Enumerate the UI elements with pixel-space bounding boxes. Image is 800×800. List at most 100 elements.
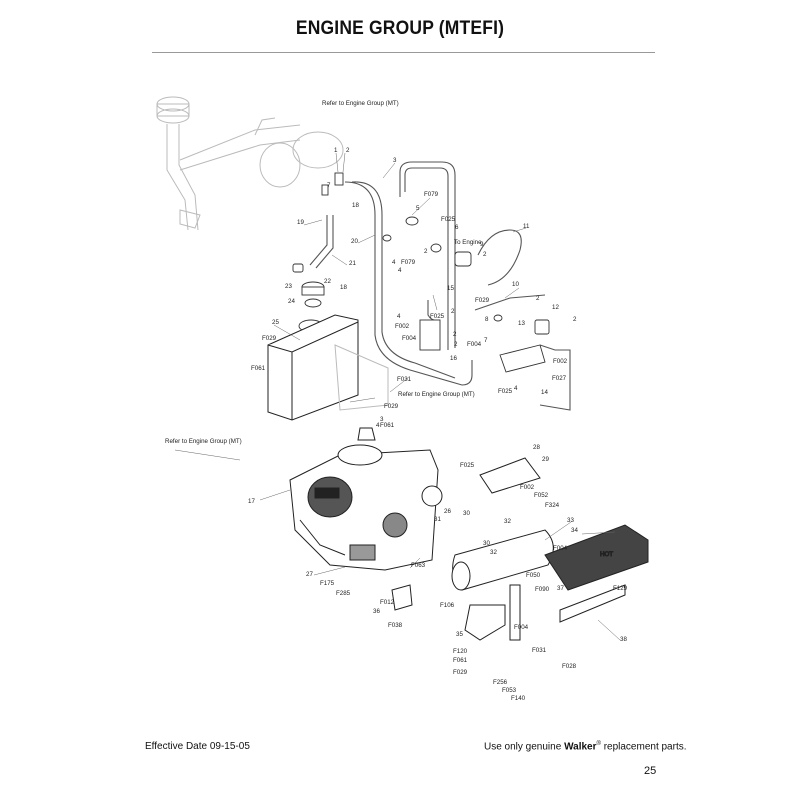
footer-brand: Walker [564,741,597,753]
footer-registered: ® [596,741,601,747]
fuel-lines [309,161,571,411]
refer-note-3-line1: Refer to Engine Group (MT) [165,438,242,445]
fuel-components [292,172,550,373]
refer-notes: Refer to Engine Group (MT) Refer to Engi… [165,100,482,445]
callout-17: 17 [248,498,255,505]
muffler-shield-text: HOT [600,551,613,558]
callout-f012: F012 [380,599,395,606]
callout-4: 4 [376,422,380,429]
callout-f002: F002 [553,358,568,365]
callout-4: 4 [392,259,396,266]
callout-f029: F029 [262,335,277,342]
callout-21: 21 [349,260,356,267]
callout-8: 8 [485,316,489,323]
callout-34: 34 [571,527,578,534]
callout-33: 33 [567,517,574,524]
callout-f025: F025 [441,216,456,223]
callout-4: 4 [398,267,402,274]
callout-2: 2 [483,251,487,258]
to-engine-note: To Engine [454,239,482,246]
callout-2: 2 [424,248,428,255]
callout-2: 2 [536,295,540,302]
callout-9: 9 [480,241,484,248]
callout-30: 30 [463,510,470,517]
callout-38: 38 [620,636,627,643]
callout-20: 20 [351,238,358,245]
callout-32: 32 [504,518,511,525]
callout-1: 1 [334,147,338,154]
refer-note-1-line1: Refer to Engine Group (MT) [322,100,399,107]
callout-28: 28 [533,444,540,451]
callout-22: 22 [324,278,331,285]
callout-f106: F106 [440,602,455,609]
callout-10: 10 [512,281,519,288]
callout-32: 32 [490,549,497,556]
engine-illustration: KOH [289,427,443,571]
muffler-illustration: HOT [391,457,649,641]
callout-f025: F025 [498,388,513,395]
page-title: ENGINE GROUP (MTEFI) [295,18,505,39]
callout-18: 18 [352,202,359,209]
callout-f063: F063 [411,562,426,569]
engine-brand-label: KOH [319,490,332,497]
callout-f053: F053 [502,687,517,694]
callout-f129: F129 [613,585,628,592]
callout-f038: F038 [388,622,403,629]
callout-f029: F029 [475,297,490,304]
callout-f061: F061 [453,657,468,664]
fuel-tank-illustration [267,314,389,421]
title-divider [152,52,655,53]
footer-notice: Use only genuine Walker® replacement par… [484,741,687,752]
callout-35: 35 [456,631,463,638]
callout-16: 16 [450,355,457,362]
callout-30: 30 [483,540,490,547]
callout-26: 26 [444,508,451,515]
callout-f061: F061 [251,365,266,372]
callout-f031: F031 [397,376,412,383]
callout-f004: F004 [553,545,568,552]
callout-f285: F285 [336,590,351,597]
callout-3: 3 [393,157,397,164]
callout-19: 19 [297,219,304,226]
callout-2: 2 [346,147,350,154]
callout-14: 14 [541,389,548,396]
callout-f324: F324 [545,502,560,509]
callout-f031: F031 [532,647,547,654]
callout-15: 15 [447,285,454,292]
callout-5: 5 [416,205,420,212]
effective-date: Effective Date 09-15-05 [145,741,250,752]
callout-f120: F120 [453,648,468,655]
callout-f004: F004 [467,341,482,348]
callout-f028: F028 [562,663,577,670]
callout-3: 3 [380,416,384,423]
callout-13: 13 [518,320,525,327]
callout-f004: F004 [514,624,529,631]
callout-4: 4 [397,313,401,320]
callout-f090: F090 [535,586,550,593]
callout-11: 11 [523,223,530,230]
callout-24: 24 [288,298,295,305]
callout-25: 25 [272,319,279,326]
callout-f175: F175 [320,580,335,587]
callout-31: 31 [434,516,441,523]
callout-f052: F052 [534,492,549,499]
callout-36: 36 [373,608,380,615]
callout-2: 2 [454,341,458,348]
callout-f025: F025 [430,313,445,320]
callout-f025: F025 [460,462,475,469]
footer-prefix: Use only genuine [484,741,562,753]
callout-27: 27 [306,571,313,578]
callout-7: 7 [327,182,331,189]
callout-7: 7 [484,337,488,344]
callout-f050: F050 [526,572,541,579]
callout-f029: F029 [453,669,468,676]
refer-note-2-line1: Refer to Engine Group (MT) [398,391,475,398]
callout-2: 2 [453,331,457,338]
callout-f029: F029 [384,403,399,410]
callout-2: 2 [451,308,455,315]
callout-f004: F004 [402,335,417,342]
callout-f140: F140 [511,695,526,702]
callout-23: 23 [285,283,292,290]
callout-f002: F002 [395,323,410,330]
callout-f027: F027 [552,375,567,382]
